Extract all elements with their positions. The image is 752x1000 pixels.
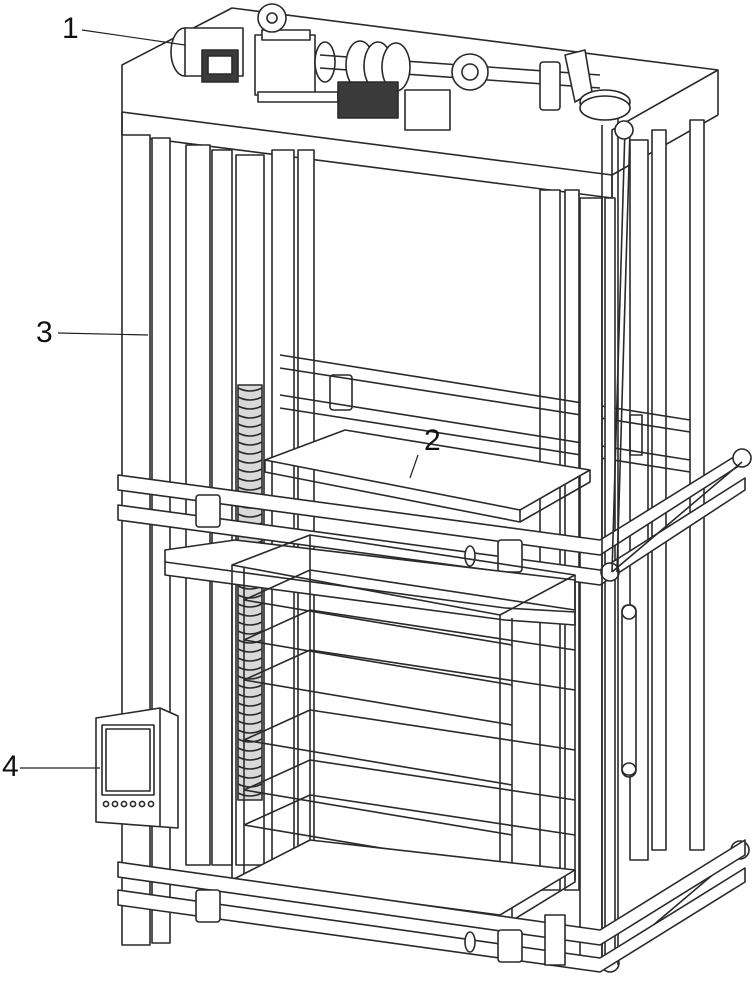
callout-leaders bbox=[20, 29, 419, 769]
callout-3: 3 bbox=[36, 316, 53, 349]
callout-4: 4 bbox=[2, 750, 19, 783]
callout-2: 2 bbox=[424, 424, 441, 457]
side-chain bbox=[600, 118, 750, 973]
panel-button-icon bbox=[138, 800, 146, 808]
leader-1 bbox=[81, 29, 186, 46]
control-panel bbox=[95, 707, 179, 829]
leader-2 bbox=[409, 454, 419, 479]
lifting-platform bbox=[264, 429, 591, 523]
drive-motor-gearbox-assembly bbox=[170, 3, 634, 140]
callout-1: 1 bbox=[62, 12, 79, 45]
panel-button-icon bbox=[111, 800, 119, 808]
panel-button-icon bbox=[102, 800, 110, 808]
panel-button-icon bbox=[129, 800, 137, 808]
rack-cage bbox=[231, 534, 576, 929]
panel-button-icon bbox=[147, 800, 155, 808]
middle-crossbar bbox=[117, 448, 752, 586]
bottom-base bbox=[117, 839, 746, 973]
panel-button-icon bbox=[120, 800, 128, 808]
leader-3 bbox=[57, 332, 149, 336]
